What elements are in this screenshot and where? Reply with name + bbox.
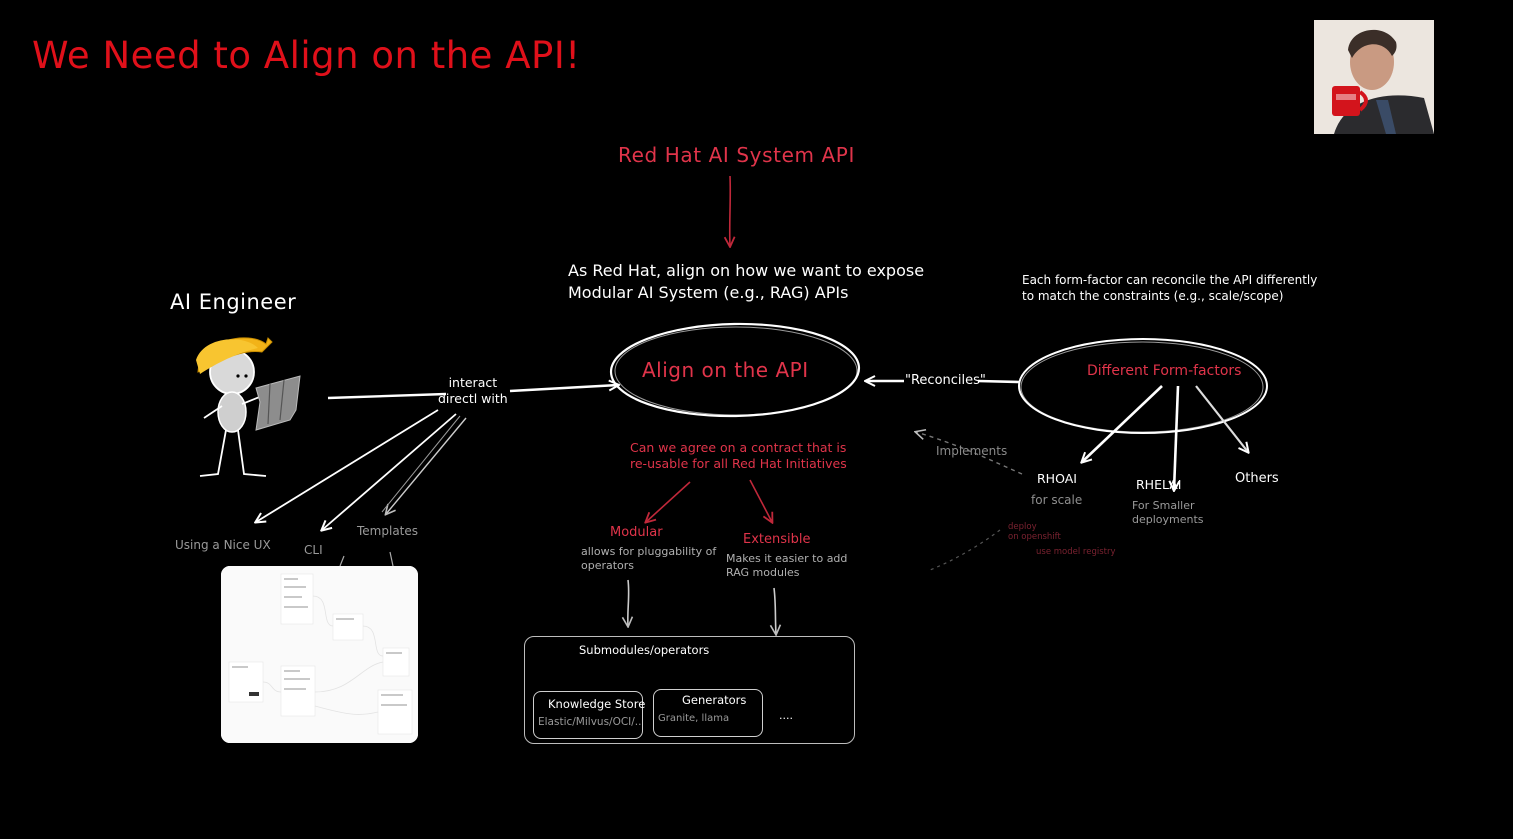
more-ellipsis: .... [779, 709, 793, 722]
model-registry-note: use model registry [1036, 547, 1116, 557]
generators-box: Generators Granite, llama [653, 689, 763, 737]
submodules-box: Submodules/operators Knowledge Store Ela… [524, 636, 855, 744]
align-ellipse [609, 322, 861, 418]
expose-note-line-1: As Red Hat, align on how we want to expo… [568, 261, 925, 280]
generators-desc: Granite, llama [658, 713, 730, 724]
arrow-engineer-interact [327, 392, 447, 400]
rhelai-desc-line-2: deployments [1132, 513, 1204, 526]
extensible-desc-line-2: RAG modules [726, 566, 800, 579]
arrow-interact-align [509, 385, 618, 393]
deploy-note-line-2: on openshift [1008, 532, 1061, 542]
arrow-to-templates [386, 417, 467, 514]
engineer-figure [196, 337, 301, 477]
arrow-to-ux [256, 409, 439, 522]
arrow-modular [646, 481, 691, 522]
contract-question-line-2: re-usable for all Red Hat Initiatives [630, 456, 847, 471]
modular-title: Modular [610, 525, 663, 540]
interact-label: interact directl with [438, 375, 508, 407]
form-factor-ellipse [1018, 338, 1268, 434]
presenter-video [1314, 20, 1434, 134]
deploy-note-line-1: deploy [1008, 522, 1037, 532]
rhelai-title: RHELAI [1136, 477, 1182, 492]
knowledge-store-box: Knowledge Store Elastic/Milvus/OCI/.. [533, 691, 646, 739]
arrow-implements [916, 432, 1023, 475]
submodules-title: Submodules/operators [579, 643, 710, 657]
top-api-label: Red Hat AI System API [618, 143, 855, 167]
arrow-to-submodules-2 [774, 587, 776, 634]
form-factor-note: Each form-factor can reconcile the API d… [1022, 272, 1317, 304]
align-center-label: Align on the API [642, 358, 809, 382]
modular-desc-line-2: operators [581, 559, 635, 572]
implements-label: Implements [936, 444, 1008, 458]
rhoai-title: RHOAI [1037, 471, 1077, 486]
interact-label-line-1: interact [448, 375, 498, 390]
interact-label-line-2: directl with [438, 391, 508, 406]
cli-path-label: CLI [304, 543, 323, 557]
templates-path-label: Templates [357, 524, 419, 538]
form-factor-note-line-1: Each form-factor can reconcile the API d… [1022, 273, 1318, 287]
arrow-extensible [749, 479, 772, 522]
expose-note-line-2: Modular AI System (e.g., RAG) APIs [568, 283, 849, 302]
expose-note: As Red Hat, align on how we want to expo… [568, 260, 924, 304]
ux-screenshot-thumbnail [221, 566, 418, 743]
modular-desc-line-1: allows for pluggability of [581, 545, 717, 558]
page-title: We Need to Align on the API! [32, 34, 581, 77]
reconciles-label: "Reconciles" [905, 373, 986, 388]
rhoai-desc: for scale [1031, 493, 1083, 507]
rhelai-desc-line-1: For Smaller [1132, 499, 1195, 512]
ai-engineer-label: AI Engineer [170, 290, 297, 314]
others-label: Others [1235, 471, 1279, 486]
ux-path-label: Using a Nice UX [175, 538, 271, 552]
arrow-ff-rhelai [1174, 385, 1178, 490]
knowledge-store-title: Knowledge Store [548, 697, 646, 711]
modular-desc: allows for pluggability of operators [581, 545, 716, 573]
extensible-desc-line-1: Makes it easier to add [726, 552, 848, 565]
form-factor-note-line-2: to match the constraints (e.g., scale/sc… [1022, 289, 1284, 303]
generators-title: Generators [682, 693, 747, 707]
extensible-title: Extensible [743, 532, 811, 547]
arrow-api-down [730, 175, 731, 246]
extensible-desc: Makes it easier to add RAG modules [726, 552, 847, 580]
contract-question-line-1: Can we agree on a contract that is [630, 440, 847, 455]
arrow-ff-rhoai [1082, 385, 1163, 462]
deploy-note: deploy on openshift [1008, 522, 1061, 542]
arrow-to-submodules-1 [628, 579, 629, 626]
contract-question: Can we agree on a contract that is re-us… [630, 440, 847, 472]
arrow-ff-others [1195, 385, 1248, 452]
arrow-to-cli [322, 413, 457, 530]
knowledge-store-desc: Elastic/Milvus/OCI/.. [538, 716, 642, 728]
rhelai-desc: For Smaller deployments [1132, 499, 1204, 527]
form-factors-label: Different Form-factors [1087, 363, 1242, 379]
